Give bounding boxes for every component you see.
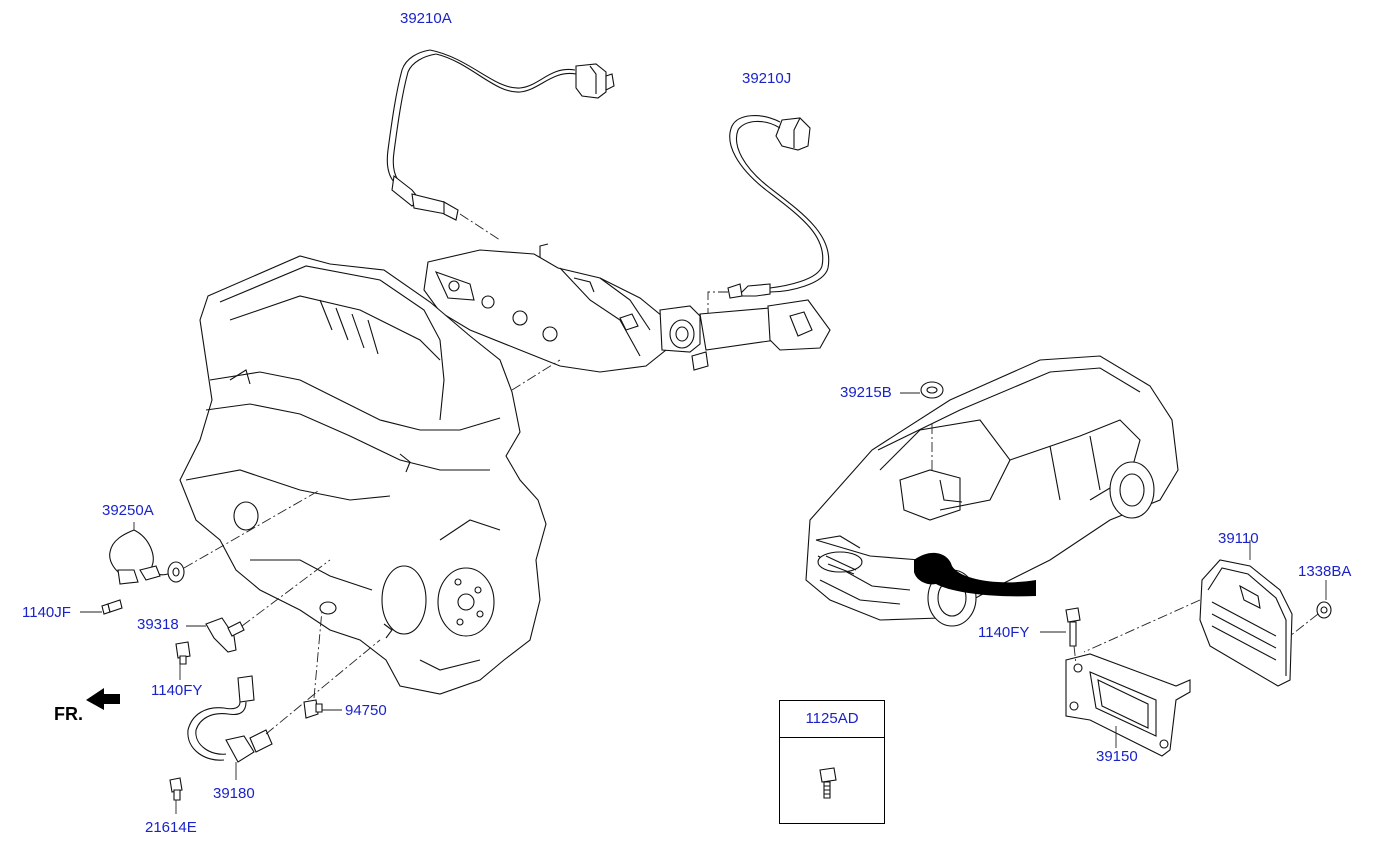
bolt-1140fy-right: [1040, 607, 1081, 665]
label-39250a[interactable]: 39250A: [102, 502, 154, 519]
label-39215b[interactable]: 39215B: [840, 384, 892, 401]
label-1125ad[interactable]: 1125AD: [805, 710, 859, 727]
engine-control-unit: [1083, 540, 1319, 687]
detail-box: 1125AD: [779, 700, 885, 824]
knock-sensor: [109, 489, 321, 585]
exhaust-manifold: [423, 243, 831, 373]
label-1338ba[interactable]: 1338BA: [1298, 563, 1352, 580]
oxygen-sensor-downstream: [707, 115, 830, 330]
bolt-21614e: [169, 777, 183, 814]
bolt-1140fy-left: [175, 641, 191, 680]
nut-1338ba: [1316, 580, 1332, 619]
bolt-1140jf: [80, 599, 123, 615]
grommet: [900, 381, 944, 399]
ecu-bracket: [1065, 653, 1191, 757]
cam-position-sensor: [186, 559, 331, 653]
label-94750[interactable]: 94750: [345, 702, 387, 719]
oxygen-sensor-upstream: [386, 49, 615, 241]
label-39318[interactable]: 39318: [137, 616, 179, 633]
label-21614e[interactable]: 21614E: [145, 819, 197, 836]
label-39180[interactable]: 39180: [213, 785, 255, 802]
detail-box-header: 1125AD: [780, 701, 884, 738]
label-1140jf[interactable]: 1140JF: [22, 604, 71, 621]
label-39210a[interactable]: 39210A: [400, 10, 452, 27]
bolt-1125ad: [819, 767, 837, 799]
vehicle-illustration: [805, 355, 1179, 627]
engine-block: [179, 255, 561, 695]
front-direction-arrow-icon: [86, 688, 120, 710]
crank-position-sensor: [187, 639, 381, 780]
label-39110[interactable]: 39110: [1218, 530, 1259, 547]
label-1140fy-right[interactable]: 1140FY: [978, 624, 1030, 641]
label-39210j[interactable]: 39210J: [742, 70, 792, 87]
front-direction-label: FR.: [54, 704, 83, 724]
oil-pressure-switch: [303, 609, 342, 719]
label-39150[interactable]: 39150: [1096, 748, 1138, 765]
label-1140fy-left[interactable]: 1140FY: [151, 682, 203, 699]
